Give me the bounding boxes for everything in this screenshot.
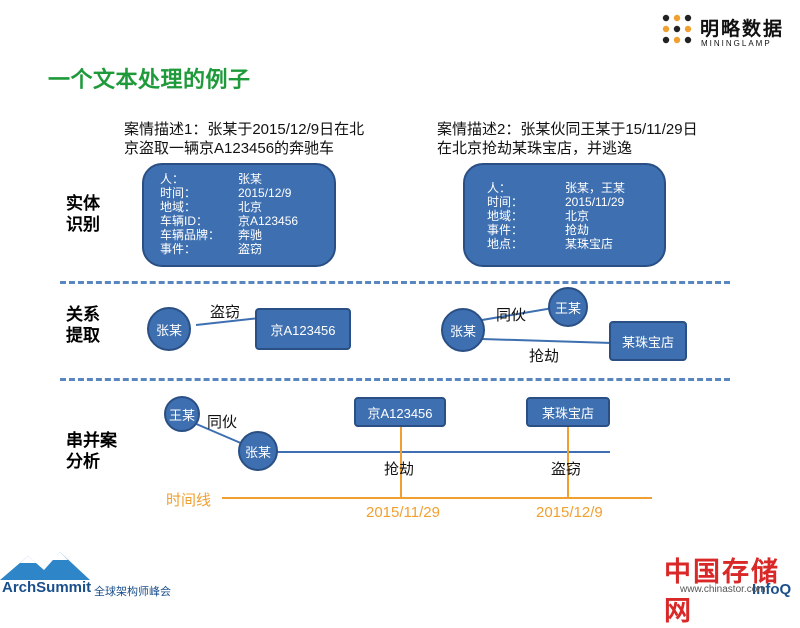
case1-desc-line1: 案情描述1：张某于2015/12/9日在北 [124,121,365,138]
entity-key: 时间： [160,186,197,200]
footer-subtitle: 全球架构师峰会 [94,586,171,598]
edge-case2-robbery [481,338,613,344]
logo-cn: 明略数据 [700,19,785,40]
mountain-icon [0,552,90,580]
entity-key: 地域： [160,200,197,214]
timeline-date-2: 2015/12/9 [536,504,603,521]
powered-by-logo: InfoQ [752,581,792,598]
row-label-entity: 实体 识别 [66,193,100,235]
footer-bar: ArchSummit 全球架构师峰会 中国存储网 InfoQ www.china… [0,550,800,626]
chain-node-zhang: 张某 [238,431,278,471]
case2-desc-line1: 案情描述2：张某伙同王某于15/11/29日 [437,121,698,138]
entity-key: 时间： [487,195,524,209]
row-label-entity-2: 识别 [66,215,100,234]
case1-entity-box: 人： 张某 时间： 2015/12/9 地域： 北京 车辆ID： 京A123456 车辆… [142,163,336,267]
rel-case1-node-car: 京A123456 [255,308,351,350]
entity-key: 地域： [487,209,524,223]
entity-key: 事件： [160,242,197,256]
case2-desc-line2: 在北京抢劫某珠宝店，并逃逸 [437,140,633,157]
edge-case2-partner [481,307,554,321]
rel-case1-node-zhang: 张某 [147,307,191,351]
entity-key: 车辆品牌： [160,228,221,242]
brand-logo: 明略数据 MININGLAMP [660,12,790,52]
entity-key: 车辆ID： [160,214,209,228]
row-label-entity-1: 实体 [66,194,100,213]
rel-case2-node-store: 某珠宝店 [609,321,687,361]
entity-value: 抢劫 [565,223,590,237]
rel-case2-edge-partner: 同伙 [496,307,527,324]
logo-en: MININGLAMP [701,39,772,48]
rel-case2-edge-robbery: 抢劫 [529,348,560,365]
case1-description: 案情描述1：张某于2015/12/9日在北 京盗取一辆京A123456的奔驰车 [124,120,364,158]
entity-value: 京A123456 [238,214,299,228]
case2-description: 案情描述2：张某伙同王某于15/11/29日 在北京抢劫某珠宝店，并逃逸 [437,120,698,158]
entity-key: 人： [487,181,512,195]
chain-event-theft: 盗窃 [551,461,582,478]
case1-desc-line2: 京盗取一辆京A123456的奔驰车 [124,140,335,157]
row-label-relation: 关系 提取 [66,304,100,346]
chain-node-wang: 王某 [164,396,200,432]
entity-value: 北京 [238,200,263,214]
entity-key: 地点： [487,237,524,251]
case2-entity-box: 人： 张某，王某 时间： 2015/11/29 地域： 北京 事件： 抢劫 地点： 某珠宝… [463,163,666,267]
entity-value: 张某 [238,172,263,186]
entity-key: 人： [160,172,185,186]
edge-chain-partner [193,422,244,445]
watermark-url: www.chinastor.com [680,584,766,595]
row-label-chain-2: 分析 [66,452,100,471]
divider-1 [60,281,730,284]
chain-event-robbery: 抢劫 [384,461,415,478]
chain-node-store: 某珠宝店 [526,397,610,427]
entity-key: 事件： [487,223,524,237]
entity-value: 某珠宝店 [565,237,614,251]
row-label-chain: 串并案 分析 [66,430,117,472]
row-label-relation-2: 提取 [66,326,100,345]
timeline-date-1: 2015/11/29 [366,504,440,521]
edge-case1-theft [195,317,261,326]
chain-edge-partner: 同伙 [207,414,238,431]
logo-dots-icon [662,14,692,44]
rel-case2-node-wang: 王某 [548,287,588,327]
row-label-relation-1: 关系 [66,305,100,324]
entity-value: 盗窃 [238,242,263,256]
entity-value: 2015/12/9 [238,186,292,200]
timeline-label: 时间线 [166,492,212,509]
entity-value: 张某，王某 [565,181,626,195]
rel-case2-node-zhang: 张某 [441,308,485,352]
divider-2 [60,378,730,381]
row-label-chain-1: 串并案 [66,431,117,450]
footer-brand: ArchSummit [2,579,92,596]
chain-node-car: 京A123456 [354,397,446,427]
page-title: 一个文本处理的例子 [48,67,251,92]
entity-value: 2015/11/29 [565,195,625,209]
entity-value: 北京 [565,209,590,223]
rel-case1-edge-label: 盗窃 [210,304,241,321]
entity-value: 奔驰 [238,228,263,242]
connector-lines [193,307,652,499]
